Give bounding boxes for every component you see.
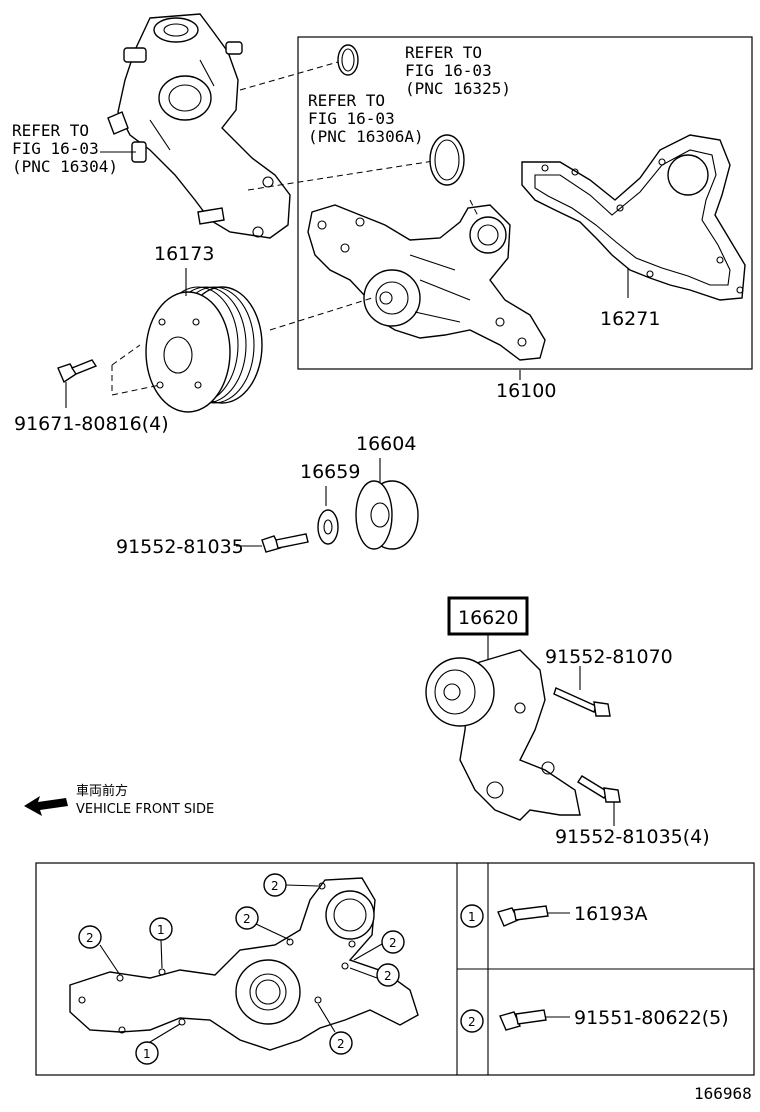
bolt-91552-81035-b	[577, 775, 621, 803]
bolt-91551-80622-icon	[499, 1009, 547, 1031]
callout-2-f: 2	[329, 1031, 353, 1055]
refer-fig-16-03-pnc-16325: REFER TO FIG 16-03 (PNC 16325)	[405, 43, 511, 98]
label-16604: 16604	[356, 433, 416, 455]
label-91552-81035: 91552-81035	[116, 536, 244, 558]
direction-jp: 車両前方	[76, 783, 128, 799]
figure-number: 166968	[694, 1084, 752, 1103]
svg-text:(PNC 16304): (PNC 16304)	[12, 157, 118, 176]
o-ring-large	[429, 134, 465, 186]
svg-text:(PNC 16306A): (PNC 16306A)	[308, 127, 424, 146]
water-pump-outline-detail	[69, 877, 419, 1051]
direction-en: VEHICLE FRONT SIDE	[76, 802, 214, 817]
water-outlet-housing	[107, 13, 291, 239]
svg-text:2: 2	[271, 879, 279, 893]
water-pump-assembly-frame	[297, 36, 753, 370]
label-16271: 16271	[600, 308, 660, 330]
svg-text:REFER TO: REFER TO	[308, 91, 385, 110]
callout-2-a: 2	[78, 925, 102, 949]
label-91552-81070: 91552-81070	[545, 646, 673, 668]
svg-text:1: 1	[468, 910, 476, 924]
svg-text:(PNC 16325): (PNC 16325)	[405, 79, 511, 98]
pulley-16173	[145, 286, 263, 413]
plate-16659	[317, 509, 339, 545]
legend-part-16193a: 16193A	[574, 903, 647, 925]
legend-marker-1: 1	[460, 904, 484, 928]
gasket-16271	[521, 134, 746, 301]
callout-1-b: 1	[135, 1041, 159, 1065]
water-pump-16100	[307, 204, 546, 361]
legend-part-91551-80622: 91551-80622(5)	[574, 1007, 729, 1029]
callout-1-a: 1	[149, 917, 173, 941]
callout-2-b: 2	[263, 873, 287, 897]
vehicle-front-arrow	[24, 796, 68, 816]
legend-marker-2: 2	[460, 1009, 484, 1033]
callout-2-d: 2	[381, 930, 405, 954]
bolt-91552-81035-a	[261, 533, 309, 553]
label-16173: 16173	[154, 243, 214, 265]
svg-text:2: 2	[389, 936, 397, 950]
svg-text:2: 2	[384, 969, 392, 983]
svg-text:1: 1	[143, 1047, 151, 1061]
label-16620: 16620	[458, 607, 518, 629]
label-16659: 16659	[300, 461, 360, 483]
svg-text:FIG 16-03: FIG 16-03	[405, 61, 492, 80]
svg-text:1: 1	[157, 923, 165, 937]
svg-text:2: 2	[86, 931, 94, 945]
refer-fig-16-03-pnc-16306a: REFER TO FIG 16-03 (PNC 16306A)	[308, 91, 424, 146]
label-91671-80816: 91671-80816(4)	[14, 413, 169, 435]
label-91552-81035-4: 91552-81035(4)	[555, 826, 710, 848]
callout-2-e: 2	[376, 963, 400, 987]
svg-text:FIG 16-03: FIG 16-03	[12, 139, 99, 158]
idler-pulley-16604	[355, 480, 419, 550]
svg-text:FIG 16-03: FIG 16-03	[308, 109, 395, 128]
callout-2-c: 2	[235, 906, 259, 930]
tensioner-16620	[425, 649, 581, 821]
bolt-91671-80816	[57, 359, 98, 384]
svg-text:REFER TO: REFER TO	[405, 43, 482, 62]
svg-text:REFER TO: REFER TO	[12, 121, 89, 140]
svg-text:2: 2	[243, 912, 251, 926]
svg-text:2: 2	[468, 1015, 476, 1029]
bolt-16193a-icon	[497, 905, 549, 927]
svg-text:2: 2	[337, 1037, 345, 1051]
bolt-91552-81070	[553, 687, 611, 717]
refer-fig-16-03-pnc-16304: REFER TO FIG 16-03 (PNC 16304)	[12, 121, 118, 176]
label-16100: 16100	[496, 380, 556, 402]
